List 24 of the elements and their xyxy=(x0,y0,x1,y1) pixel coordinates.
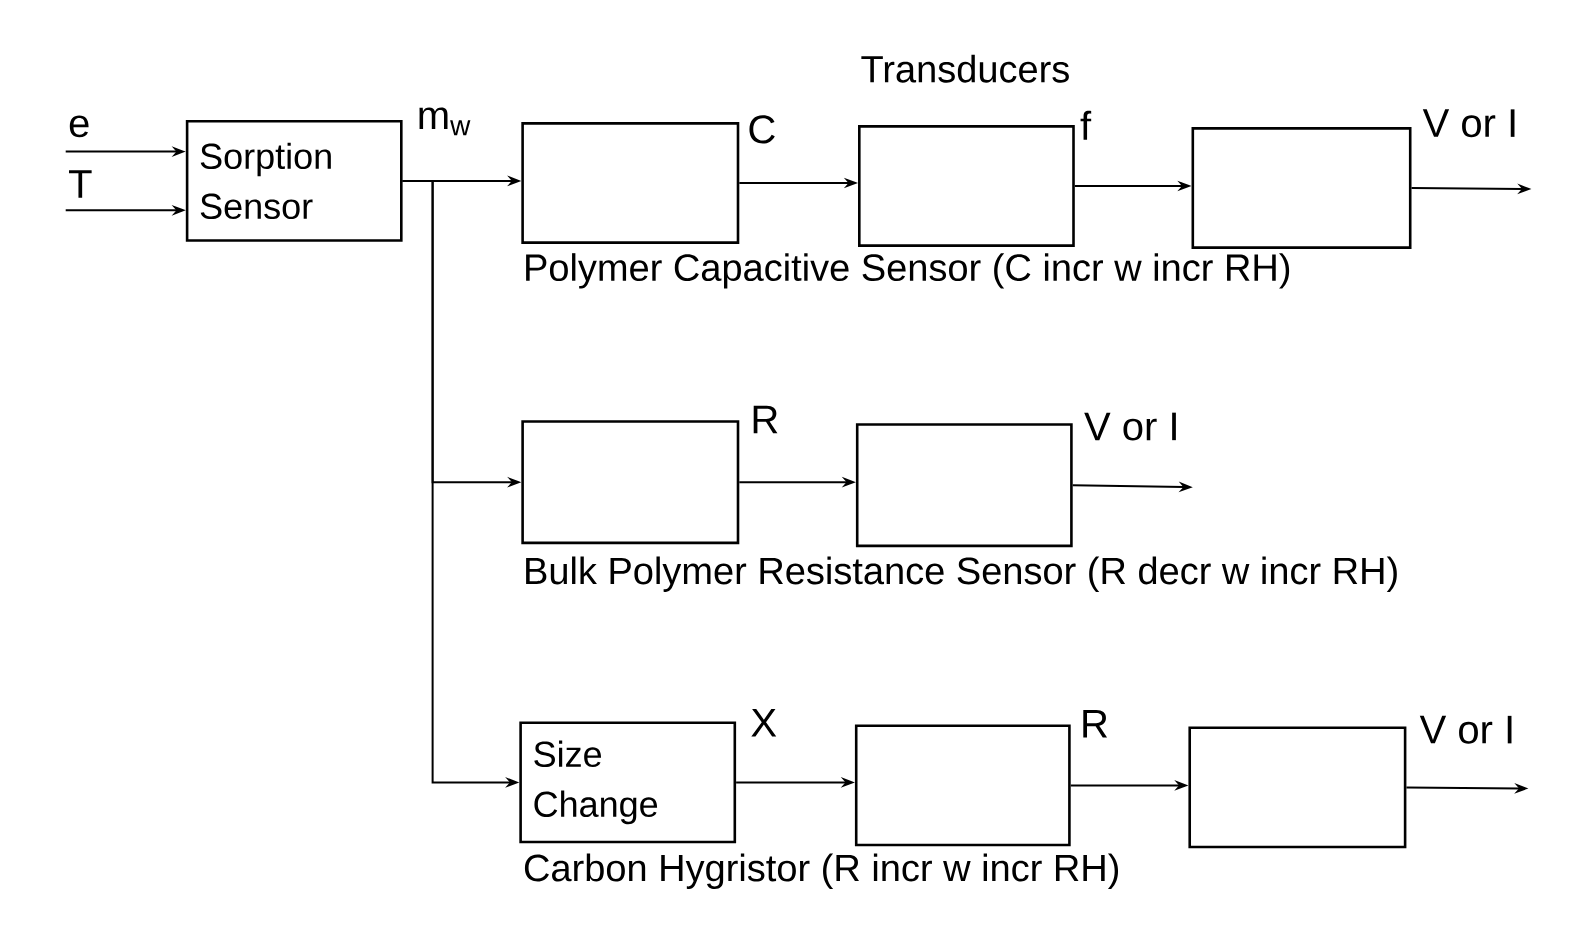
transducer-box xyxy=(1191,127,1412,249)
edge-label: V or I xyxy=(1422,109,1515,138)
transducer-box xyxy=(1188,726,1407,849)
transducer-box xyxy=(858,125,1075,247)
edge-label: R xyxy=(1083,710,1108,738)
caption: Bulk Polymer Resistance Sensor (R decr w incr RH) xyxy=(526,556,1397,592)
transducer-box xyxy=(521,420,740,545)
edge-label: f xyxy=(1080,110,1092,140)
edge-label: R xyxy=(753,405,778,434)
transducer-box xyxy=(854,724,1071,847)
transducer-box xyxy=(855,423,1073,548)
edge-label: V or I xyxy=(1084,412,1176,441)
edge-label: e xyxy=(69,115,89,138)
transducer-box xyxy=(521,122,740,244)
caption: Polymer Capacitive Sensor (C incr w incr RH) xyxy=(526,253,1290,289)
edge-label: m$_{w}$ xyxy=(419,107,471,136)
edge-label: X xyxy=(751,709,777,737)
heading: Transducers xyxy=(861,54,1069,83)
edge-label: C xyxy=(749,115,775,144)
edge-label: T xyxy=(69,170,92,198)
edge-label: V or I xyxy=(1419,715,1512,744)
caption: Carbon Hygristor (R incr w incr RH) xyxy=(524,853,1119,889)
sensor-box: Size Change xyxy=(519,721,737,844)
sensor-box: Sorption Sensor xyxy=(185,120,403,242)
